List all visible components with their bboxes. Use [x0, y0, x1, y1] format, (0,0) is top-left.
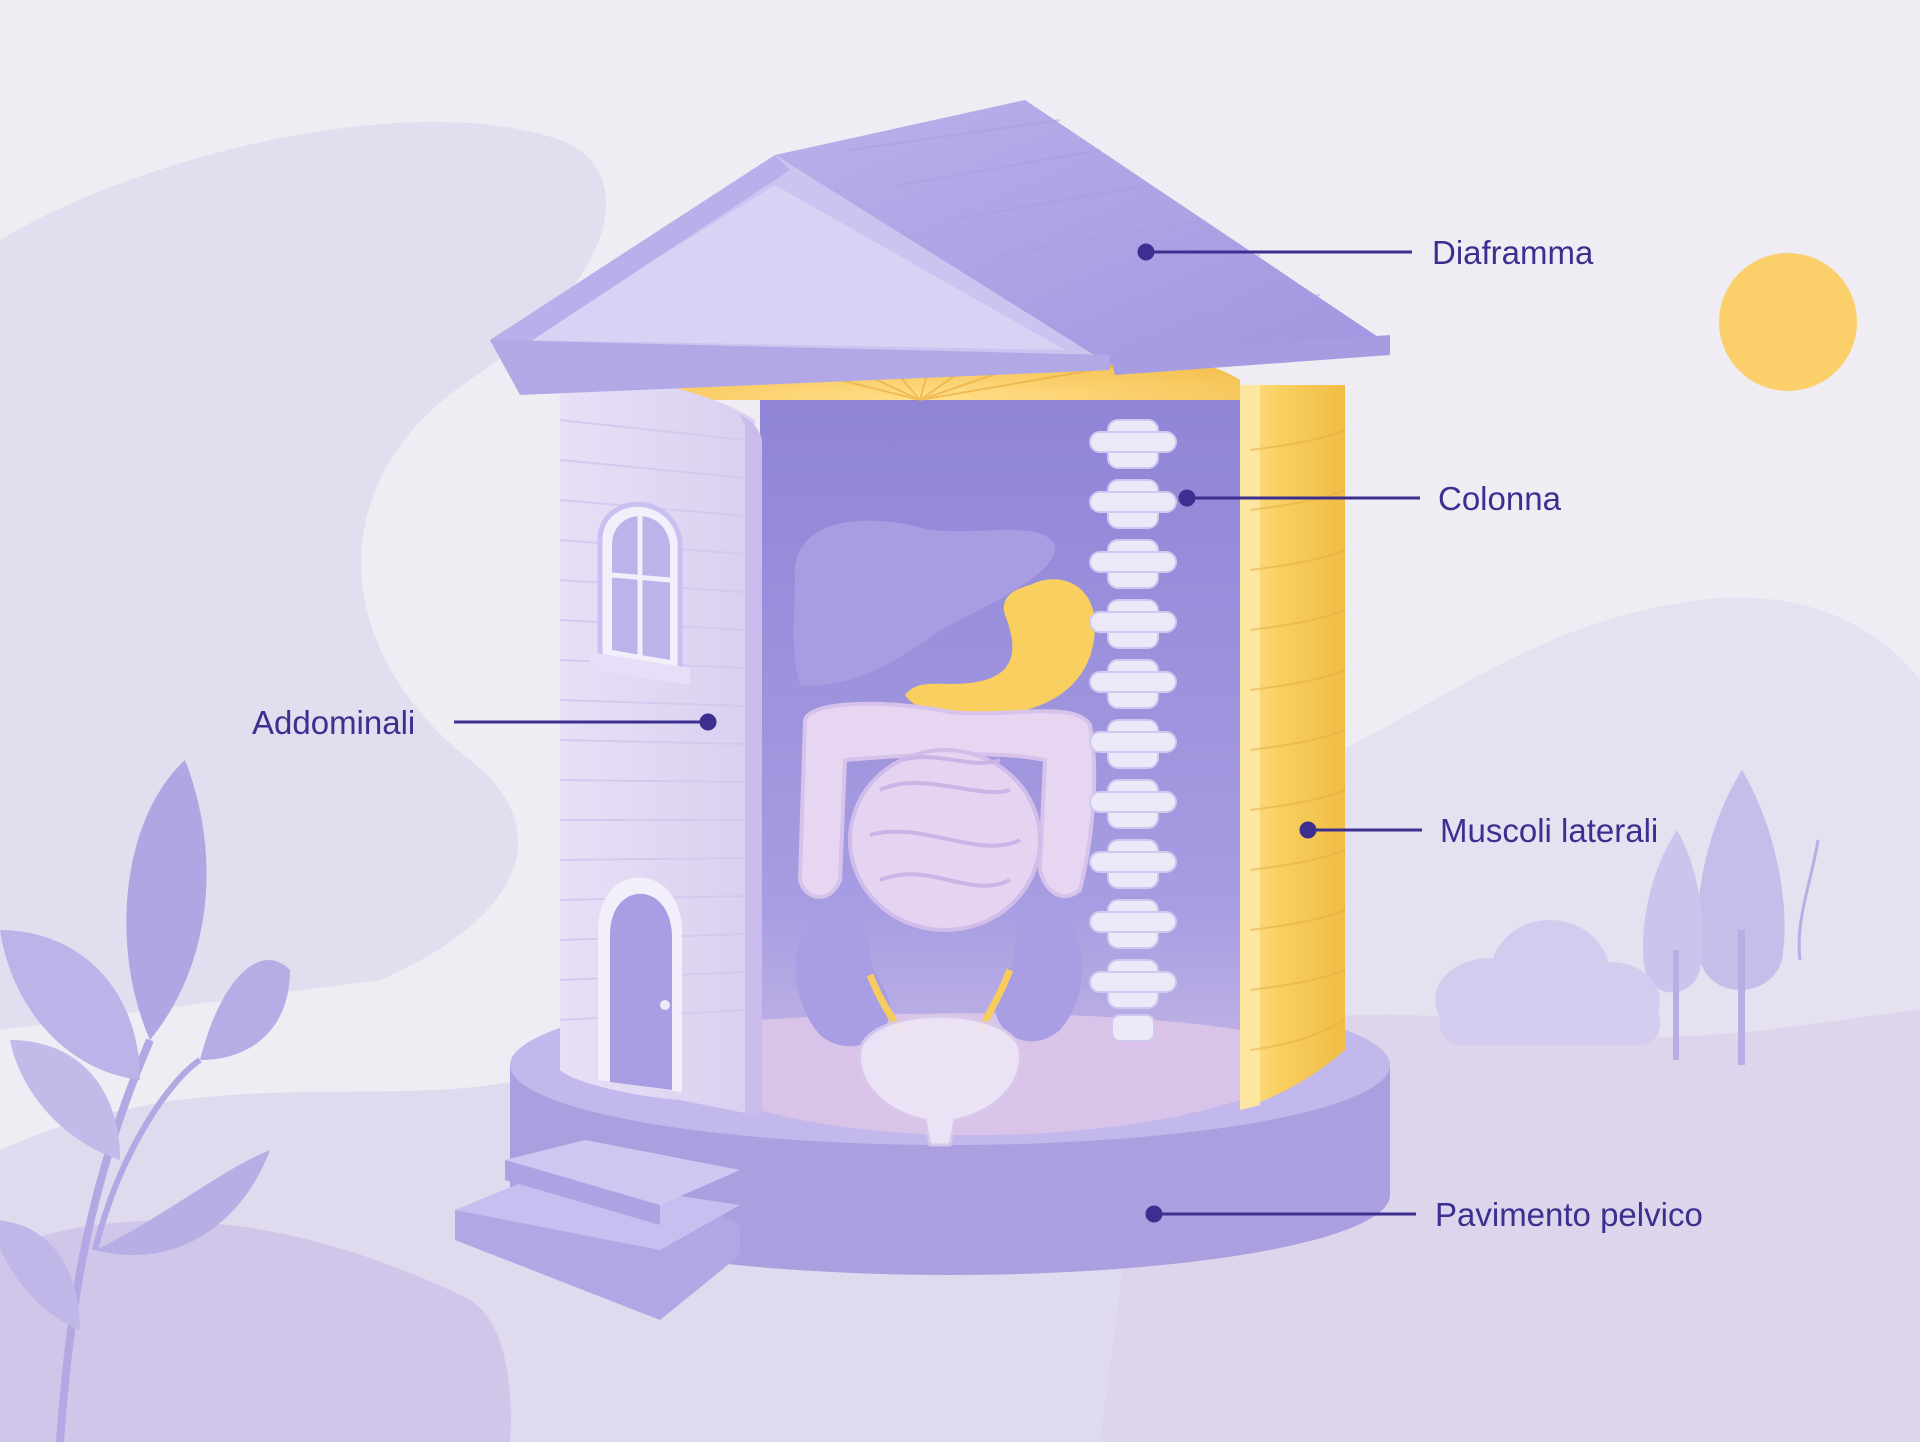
- front-wall: [559, 374, 762, 1115]
- door: [598, 877, 682, 1092]
- plant-icon: [0, 760, 290, 1442]
- label-lateral-muscles: Muscoli laterali: [1440, 812, 1659, 849]
- bush-icon: [1435, 920, 1660, 1045]
- label-abdominals: Addominali: [252, 704, 416, 741]
- tree-icon: [1643, 830, 1704, 1060]
- leader-lines: [454, 243, 1422, 1223]
- window: [590, 501, 690, 685]
- label-spine: Colonna: [1438, 480, 1561, 517]
- steps: [455, 1140, 740, 1320]
- sun-icon: [1719, 253, 1857, 391]
- organs: [793, 520, 1097, 1147]
- label-pelvic-floor: Pavimento pelvico: [1435, 1196, 1703, 1233]
- label-diaphragm: Diaframma: [1432, 234, 1594, 271]
- lateral-wall: [1240, 385, 1346, 1110]
- spine: [1089, 419, 1177, 1042]
- tree-icon: [1697, 770, 1820, 1065]
- roof: [490, 100, 1390, 395]
